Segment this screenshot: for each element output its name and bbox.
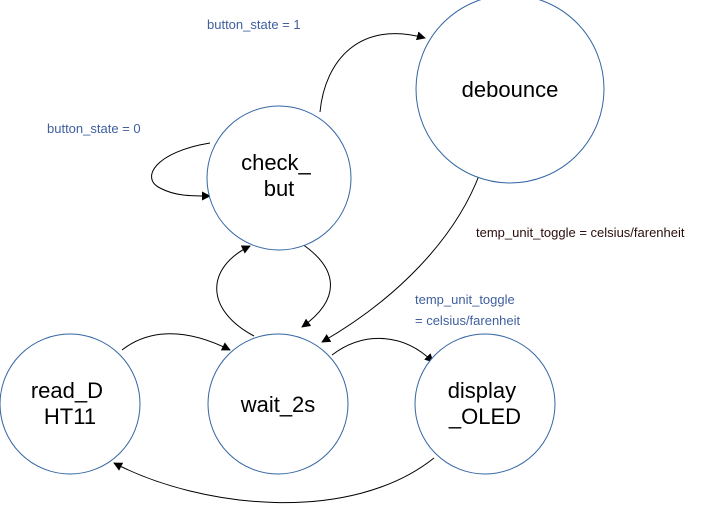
arrow-check-to-debounce [319,31,426,113]
state-read-dht11: read_D HT11 [0,333,141,475]
label-wait-to-display-line1: temp_unit_toggle [415,292,515,307]
arrow-wait-to-display [331,337,434,363]
svg-text:debounce: debounce [462,77,559,102]
label-debounce-to-wait: temp_unit_toggle = celsius/farenheit [476,225,685,240]
state-display-oled-label-line2: _OLED [448,404,521,429]
state-display-oled-label-line1: display [448,378,516,403]
label-check-self-loop: button_state = 0 [47,121,141,136]
arrow-display-to-read [113,457,435,504]
arrow-debounce-to-wait [321,172,481,343]
state-check-but-label-line1: check_ [241,150,311,175]
svg-text:button_state = 0: button_state = 0 [47,121,141,136]
label-check-to-debounce: button_state = 1 [207,17,301,32]
arrow-check-self-loop [151,142,211,201]
svg-text:read_D HT11: read_D HT11 [31,378,109,429]
arrow-read-to-wait [121,333,231,351]
state-read-dht11-label-line2: HT11 [44,404,96,429]
state-check-but: check_ but [206,105,352,251]
svg-text:wait_2s: wait_2s [240,392,316,417]
svg-text:check_ but: check_ but [241,150,317,201]
arrow-check-to-wait [301,243,331,328]
svg-text:display _OLED: display _OLED [448,378,523,429]
state-debounce-label: debounce [462,77,559,102]
state-wait-2s: wait_2s [207,333,349,475]
svg-text:button_state = 1: button_state = 1 [207,17,301,32]
svg-text:temp_unit_toggle = celsius/far: temp_unit_toggle = celsius/farenheit [476,225,685,240]
state-read-dht11-label-line1: read_D [31,378,103,403]
state-debounce: debounce [415,0,605,184]
arrow-wait-to-check [216,245,255,337]
label-wait-to-display-line2: = celsius/farenheit [415,313,521,328]
state-display-oled: display _OLED [414,333,556,475]
state-wait-2s-label: wait_2s [240,392,316,417]
state-check-but-label-line2: but [264,176,295,201]
svg-text:temp_unit_toggle = celsius: temp_unit_toggle = celsius/farenheit [415,292,521,328]
